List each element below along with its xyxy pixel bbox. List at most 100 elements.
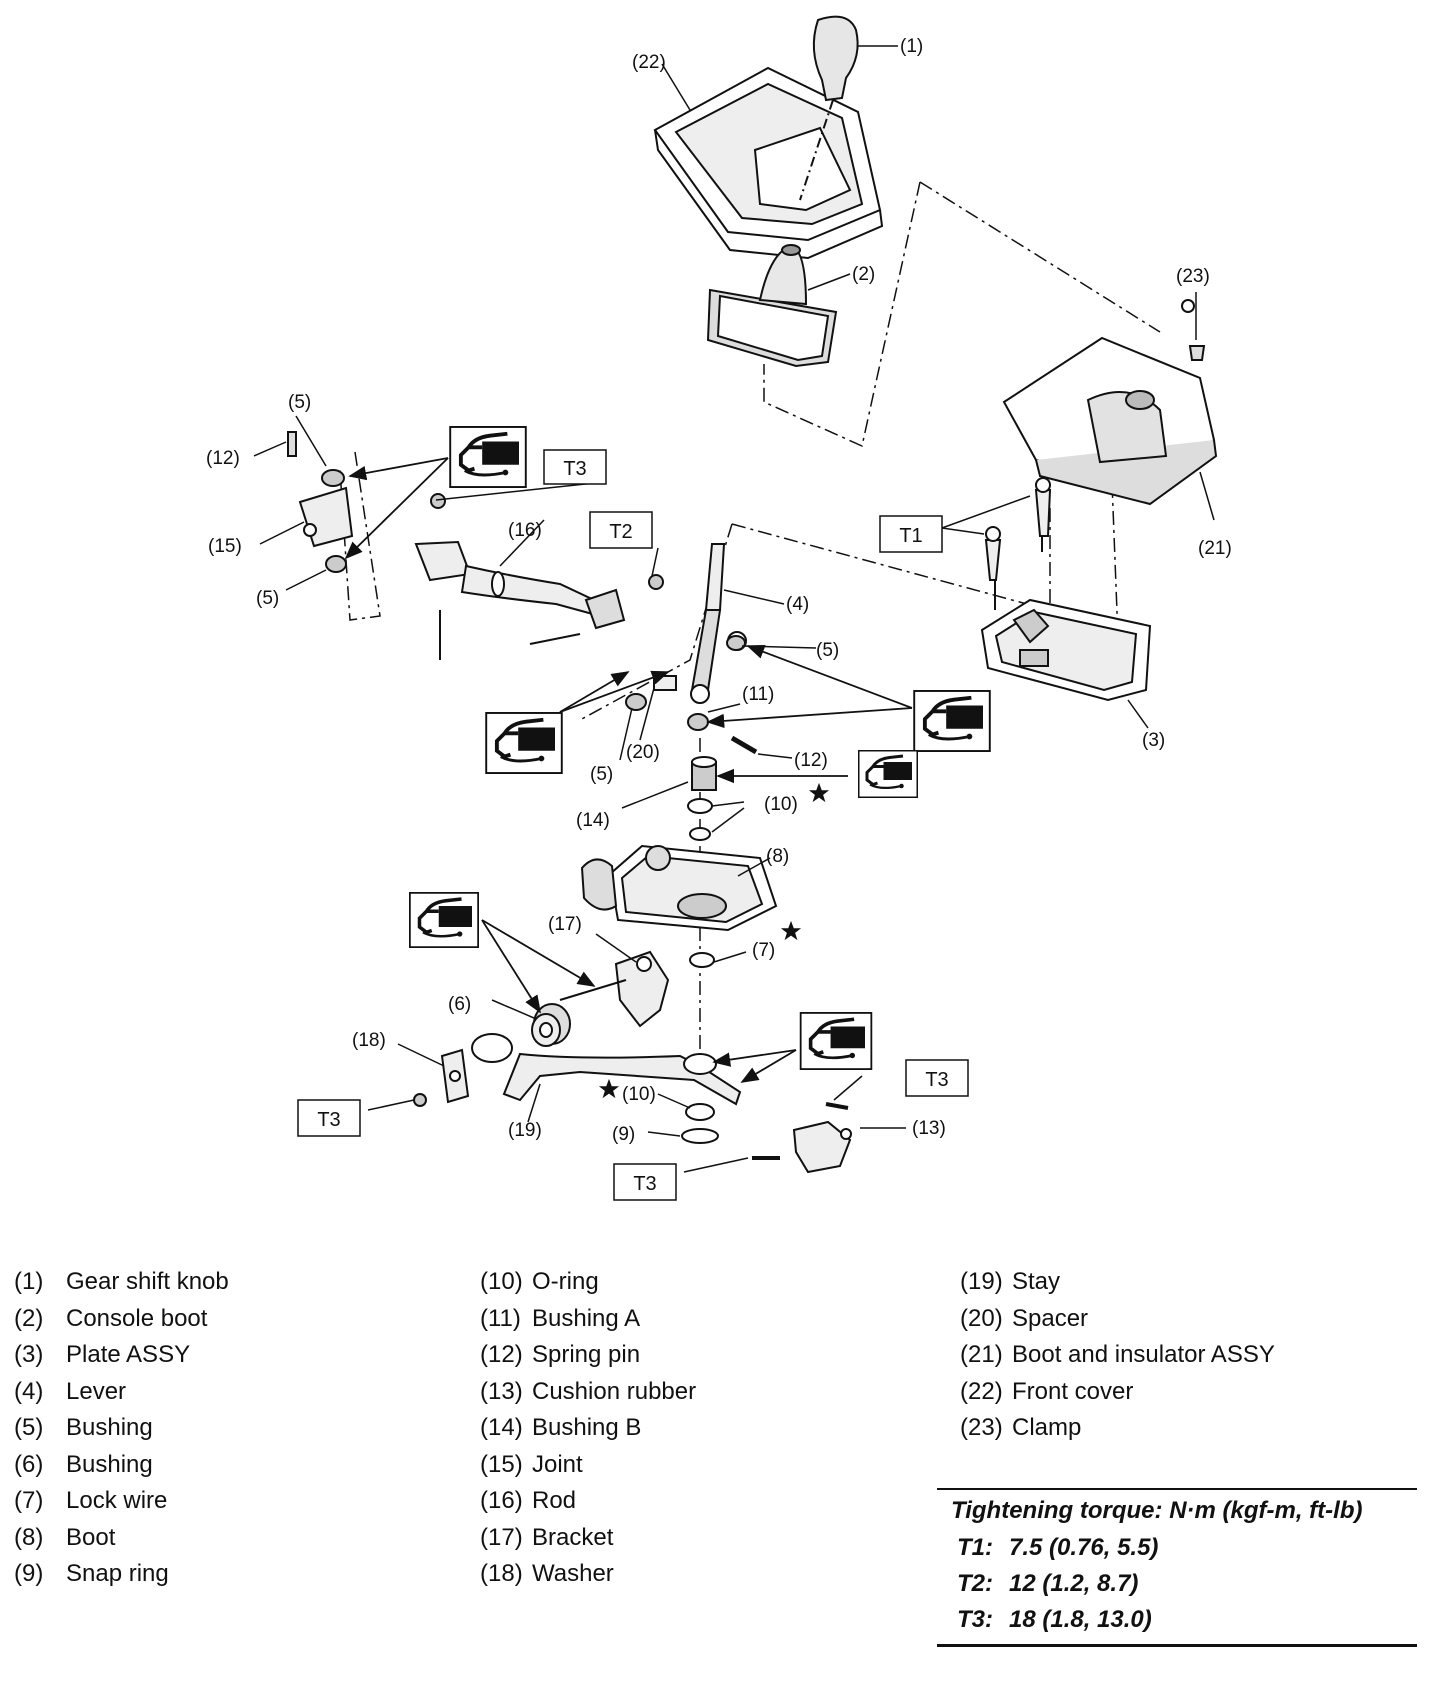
legend-item: (17)Bracket — [480, 1524, 696, 1561]
legend-item: (13)Cushion rubber — [480, 1378, 696, 1415]
bushing-assembly-part — [687, 713, 758, 841]
torque-key: T2: — [957, 1570, 993, 1597]
console-boot-part — [706, 244, 838, 368]
legend-item-label: Front cover — [1012, 1377, 1134, 1405]
torque-row-t3: T3: 18 (1.8, 13.0) — [937, 1602, 1417, 1638]
legend-item-label: Joint — [532, 1450, 583, 1478]
callout-19: (19) — [508, 1120, 542, 1141]
callout-10: (10) — [764, 794, 798, 815]
legend-item-number: (10) — [480, 1268, 523, 1295]
callout-3: (3) — [1142, 730, 1165, 751]
washer-part — [413, 1048, 470, 1107]
star-icon — [598, 1078, 620, 1099]
legend-item-number: (8) — [14, 1523, 44, 1551]
legend-item: (22)Front cover — [960, 1378, 1275, 1415]
legend-item: (7)Lock wire — [14, 1487, 229, 1524]
callout-21: (21) — [1198, 538, 1232, 559]
legend-item: (20)Spacer — [960, 1305, 1275, 1342]
legend-item: (1)Gear shift knob — [14, 1268, 229, 1305]
callout-13: (13) — [912, 1118, 946, 1139]
gear-shift-knob-part — [799, 15, 859, 201]
legend-item-number: (12) — [480, 1341, 523, 1368]
grease-application-icon — [798, 1012, 874, 1070]
legend-item: (4)Lever — [14, 1378, 229, 1415]
grease-application-icon — [484, 712, 564, 774]
star-icon — [780, 920, 802, 941]
torque-row-t1: T1: 7.5 (0.76, 5.5) — [937, 1530, 1417, 1566]
parts-legend-column-2: (10)O-ring(11)Bushing A(12) Spring pin (13… — [480, 1268, 696, 1597]
leader-lines — [253, 45, 1215, 1173]
torque-value: 18 (1.8, 13.0) — [1009, 1606, 1152, 1633]
grease-application-icon — [407, 892, 481, 948]
legend-item-label: Gear shift knob — [66, 1268, 229, 1295]
legend-item-number: (15) — [480, 1450, 523, 1478]
legend-item: (8)Boot — [14, 1524, 229, 1561]
tightening-torque-table: Tightening torque: N·m (kgf-m, ft-lb) T1… — [937, 1488, 1417, 1647]
plate-assy-part — [980, 477, 1152, 702]
legend-item: (10)O-ring — [480, 1268, 696, 1305]
legend-item-label: Plate ASSY — [66, 1341, 191, 1368]
torque-tag-t3-box — [543, 449, 607, 485]
torque-tag-t3: T3 — [925, 1069, 948, 1091]
legend-item-label: Clamp — [1012, 1414, 1082, 1441]
callout-2: (2) — [852, 264, 875, 285]
torque-value: 12 (1.2, 8.7) — [1009, 1570, 1139, 1597]
legend-item-number: (9) — [14, 1560, 44, 1587]
legend-item-label: Bushing — [66, 1450, 153, 1478]
snap-ring-and-oring-part — [681, 1103, 719, 1144]
legend-item-number: (2) — [14, 1304, 44, 1332]
cushion-rubber-part — [752, 1102, 852, 1174]
torque-tag-t1: T1 — [899, 525, 922, 547]
torque-tag-t3-box — [297, 1099, 361, 1137]
legend-item-label: Bracket — [532, 1523, 614, 1551]
callout-7: (7) — [752, 940, 775, 961]
callout-8: (8) — [766, 846, 789, 867]
legend-item: (16)Rod — [480, 1487, 696, 1524]
grease-application-icon — [856, 750, 920, 798]
callout-20: (20) — [626, 742, 660, 763]
legend-item: (12) Spring pin — [480, 1341, 696, 1378]
callout-18: (18) — [352, 1030, 386, 1051]
legend-item-label: Boot and insulator ASSY — [1012, 1341, 1275, 1368]
legend-item: (2) Console boot — [14, 1305, 229, 1342]
joint-part — [287, 431, 354, 573]
callout-16: (16) — [508, 520, 542, 541]
torque-tag-t3: T3 — [563, 458, 586, 480]
legend-item-label: Console boot — [66, 1304, 208, 1332]
legend-item: (19) Stay — [960, 1268, 1275, 1305]
legend-item: (23) Clamp — [960, 1414, 1275, 1451]
legend-item: (14)Bushing B — [480, 1414, 696, 1451]
legend-item-number: (20) — [960, 1304, 1003, 1332]
lever-part — [690, 543, 747, 704]
exploded-parts-diagram: T3 T2 T1 T3 T3 T3 (1) (22) (2) (23) (21)… — [206, 15, 1232, 1201]
torque-tag-t3: T3 — [633, 1173, 656, 1195]
callout-10: (10) — [622, 1084, 656, 1105]
legend-item-number: (5) — [14, 1414, 44, 1441]
legend-item: (18)Washer — [480, 1560, 696, 1597]
legend-item-number: (6) — [14, 1450, 44, 1478]
legend-item-number: (14) — [480, 1414, 523, 1441]
legend-item-label: Stay — [1012, 1268, 1061, 1295]
legend-item-label: Lock wire — [66, 1487, 168, 1514]
torque-key: T3: — [957, 1606, 993, 1633]
legend-item: (11)Bushing A — [480, 1305, 696, 1342]
callout-9: (9) — [612, 1124, 635, 1145]
callout-5: (5) — [288, 392, 311, 413]
boot-insulator-assy-part — [1002, 299, 1218, 506]
torque-table-heading: Tightening torque: N·m (kgf-m, ft-lb) — [951, 1497, 1363, 1524]
legend-item: (9)Snap ring — [14, 1560, 229, 1597]
bracket-part — [559, 950, 670, 1028]
legend-item-number: (23) — [960, 1414, 1003, 1441]
torque-tag-t2-box — [589, 511, 653, 549]
legend-item-label: Cushion rubber — [532, 1377, 697, 1405]
torque-tag-t1-box — [879, 515, 943, 553]
callout-14: (14) — [576, 810, 610, 831]
legend-item-label: Lever — [66, 1377, 127, 1405]
legend-item-number: (18) — [480, 1560, 523, 1587]
legend-item-number: (19) — [960, 1268, 1003, 1295]
clamp-part — [1188, 345, 1206, 361]
legend-item-number: (21) — [960, 1341, 1003, 1368]
callout-5: (5) — [256, 588, 279, 609]
callout-22: (22) — [632, 52, 666, 73]
legend-item-label: Spring pin — [532, 1341, 641, 1368]
